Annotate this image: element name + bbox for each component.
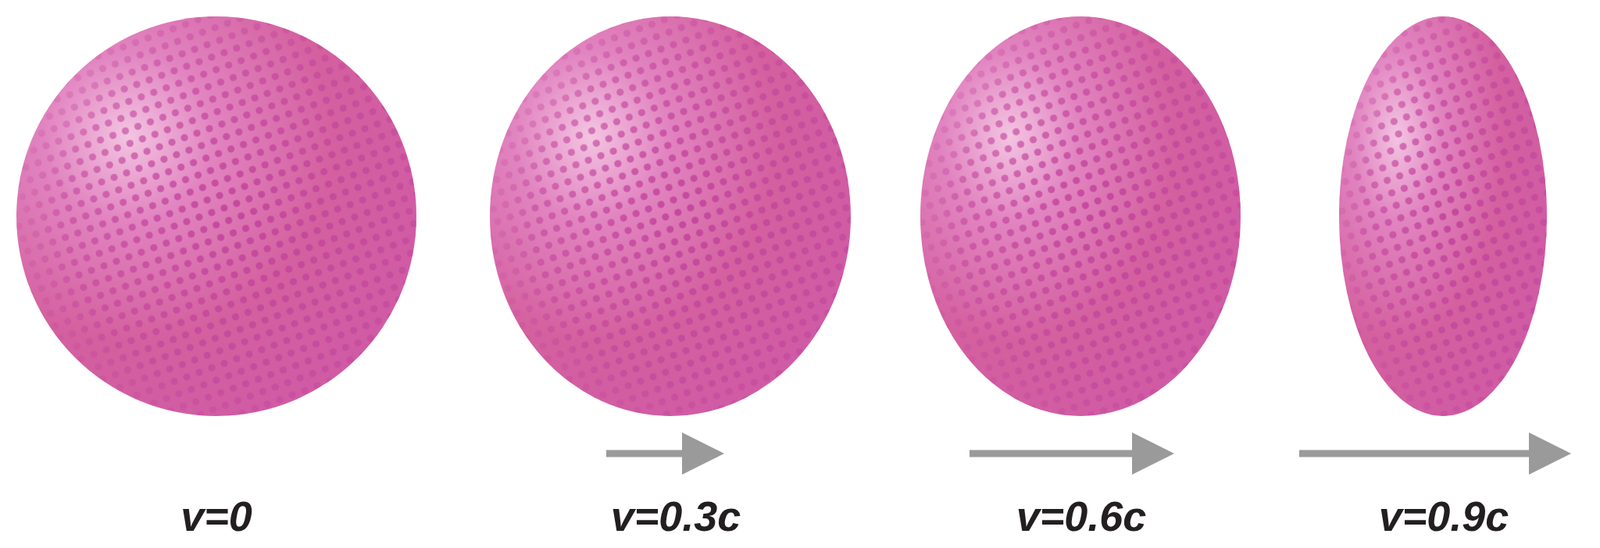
velocity-label: v=0.6c: [1016, 493, 1147, 540]
sphere-09c: [1339, 16, 1547, 417]
sphere-06c: [920, 16, 1241, 417]
velocity-arrow: [969, 450, 1168, 458]
sphere-03c: [489, 16, 851, 417]
sphere-rest: [16, 16, 417, 417]
velocity-arrow: [606, 450, 718, 458]
velocity-label: v=0: [180, 493, 253, 540]
velocity-label: v=0.3c: [610, 493, 742, 540]
velocity-arrow: [1299, 450, 1565, 458]
velocity-label: v=0.9c: [1378, 493, 1510, 540]
